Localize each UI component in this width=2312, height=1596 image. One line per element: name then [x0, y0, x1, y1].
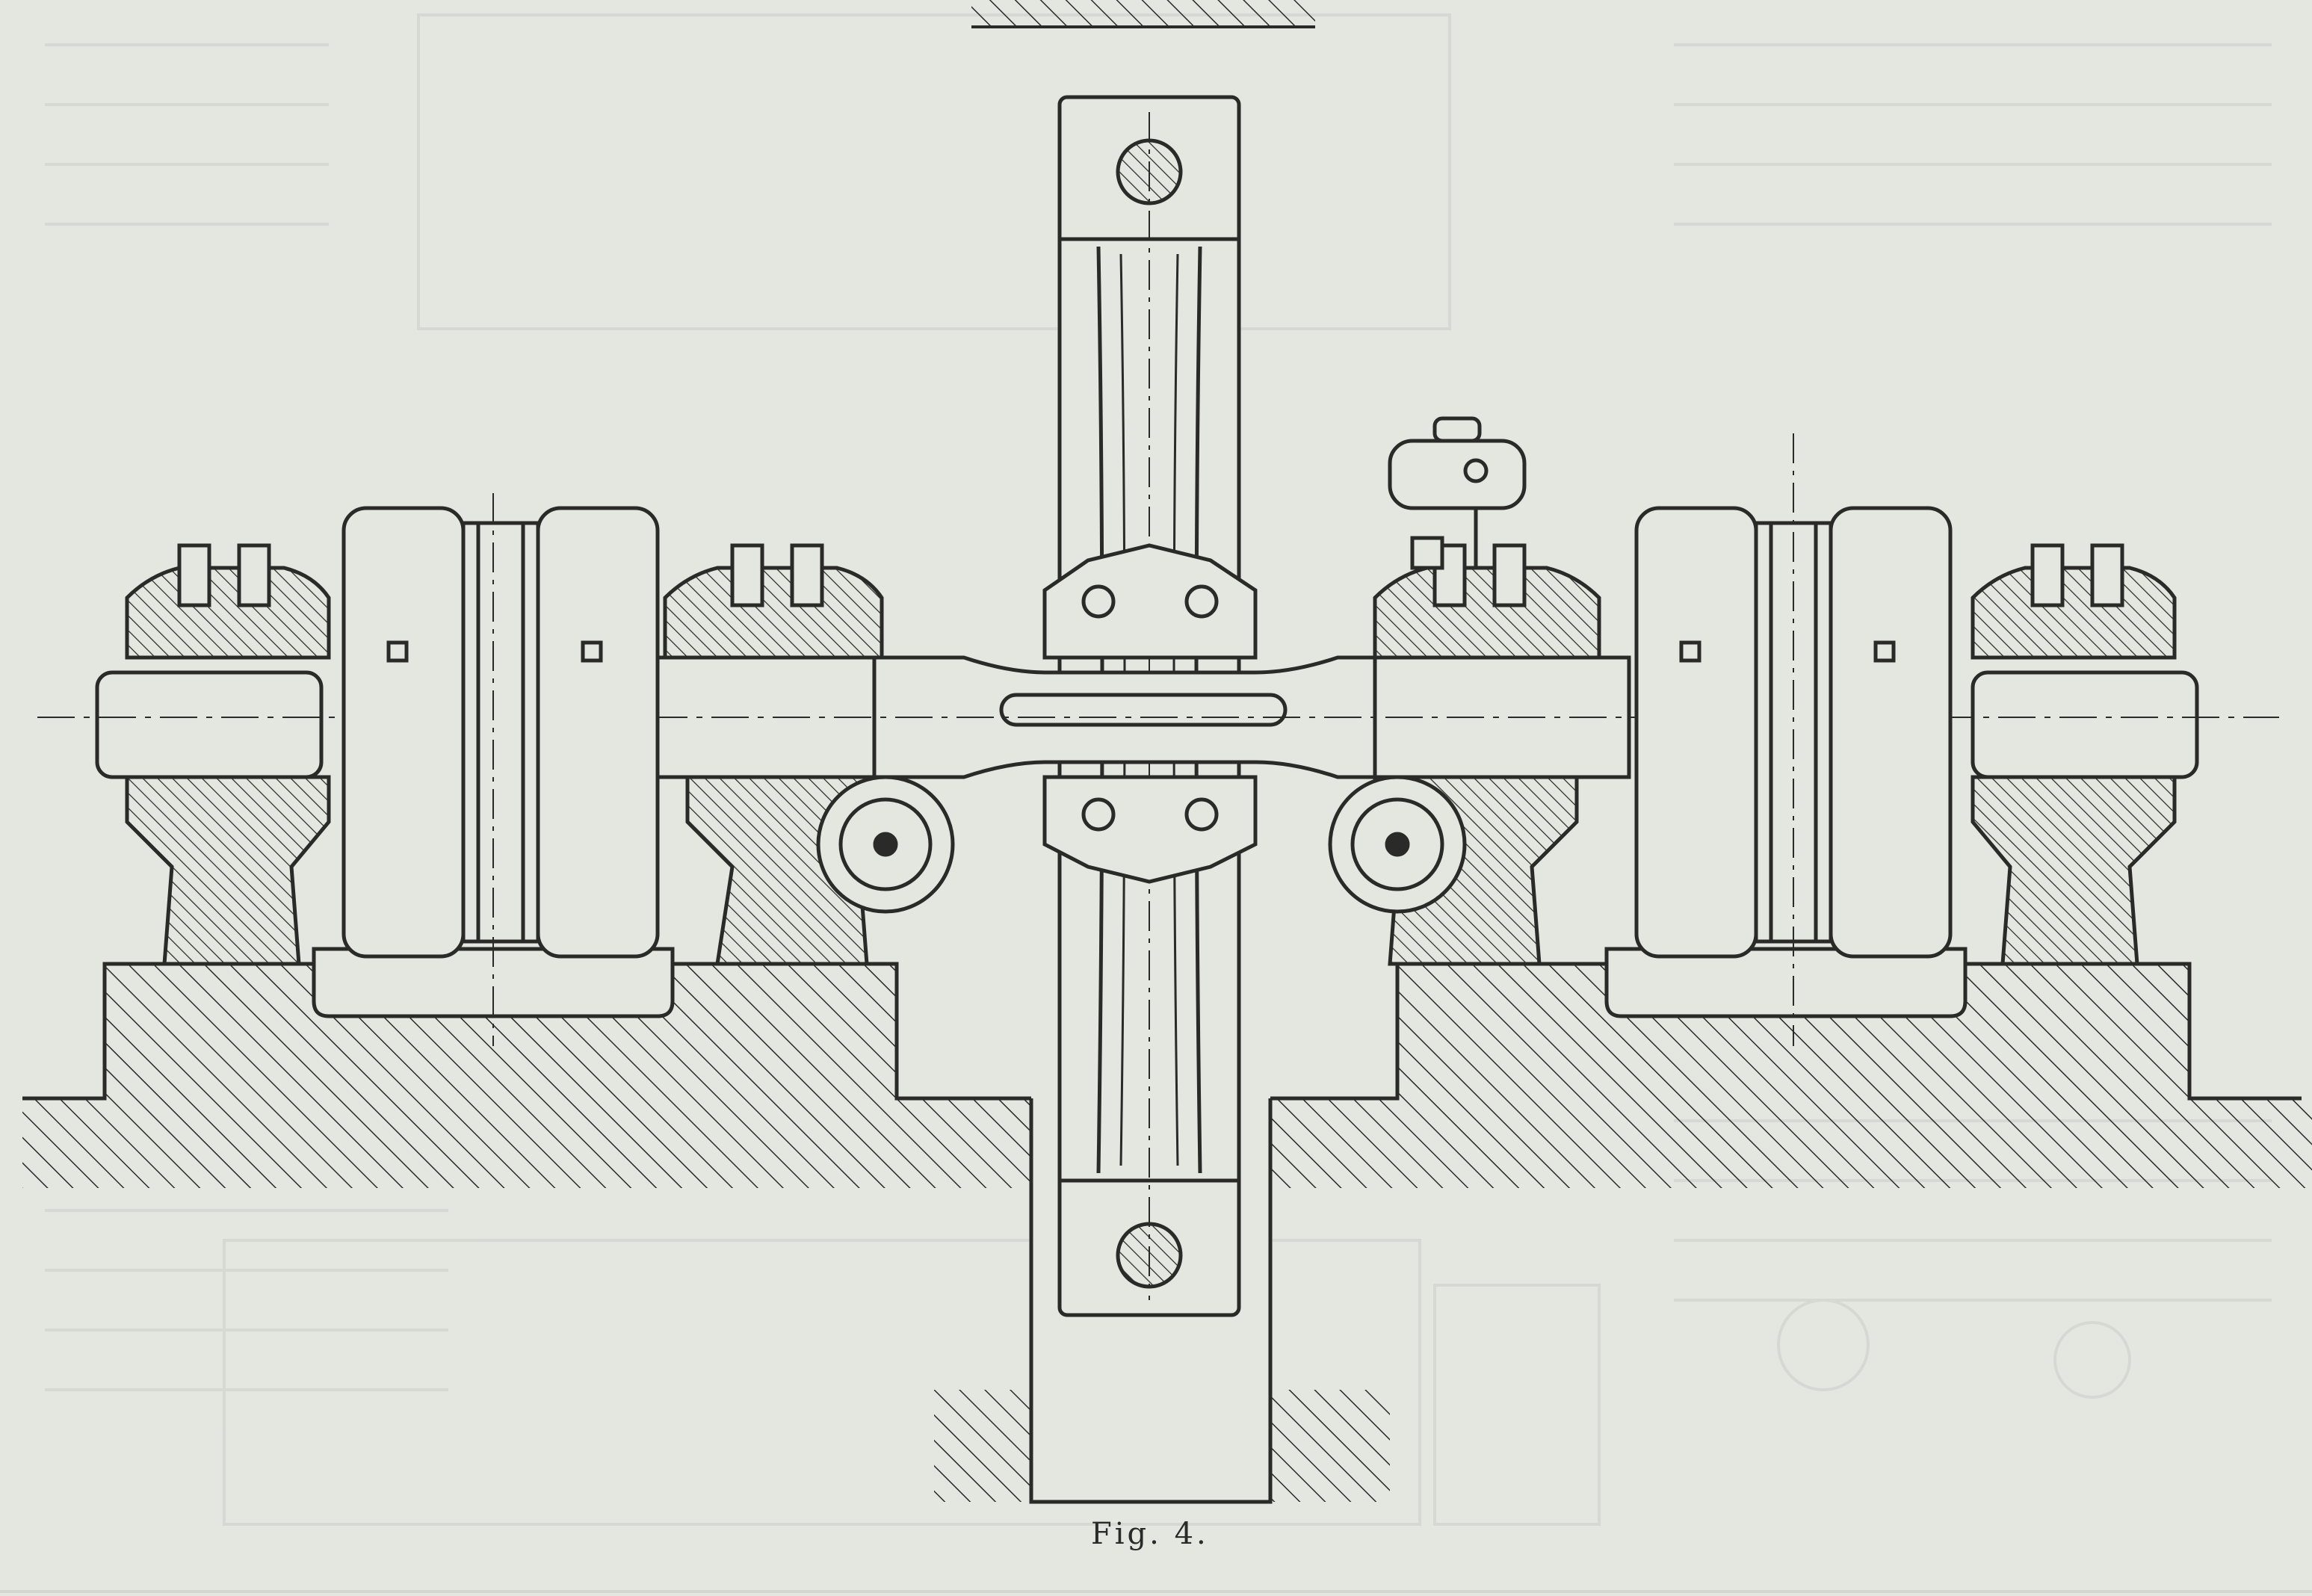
eccentrics [816, 775, 1467, 914]
figure-caption: Fig. 4. [1091, 1517, 1209, 1551]
top-hatch [971, 0, 1315, 28]
main-shaft [37, 655, 2279, 779]
central-boss [1042, 543, 1258, 884]
crank-left [341, 493, 660, 1046]
crank-right [1634, 433, 1953, 1046]
crankcase-pits [312, 947, 1968, 1018]
governor [1388, 416, 1527, 570]
bearings [125, 543, 2177, 966]
